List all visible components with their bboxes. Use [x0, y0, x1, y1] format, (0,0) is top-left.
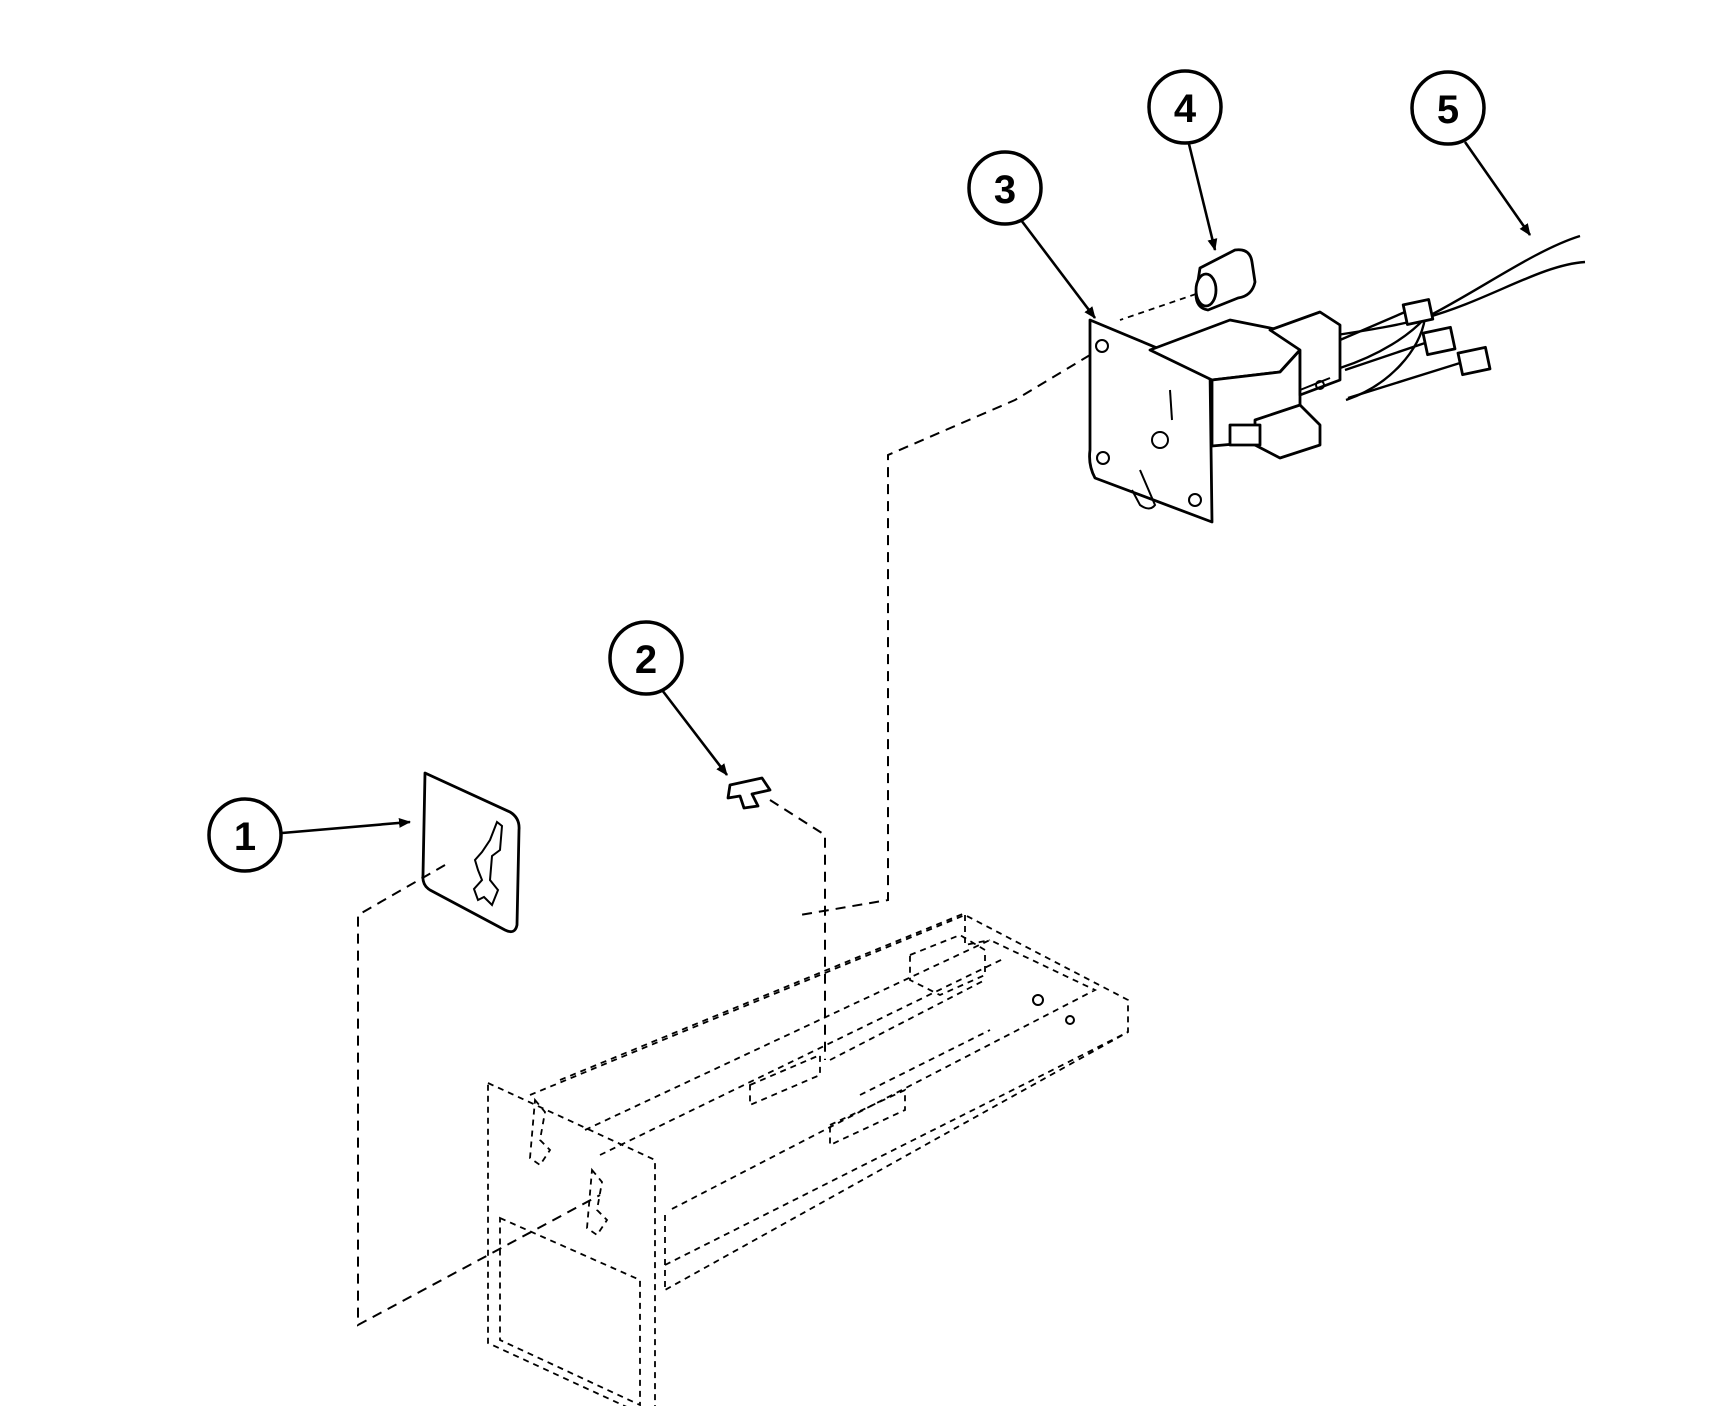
clip [726, 776, 826, 1060]
callout-number-4: 4 [1174, 87, 1197, 131]
lock-switch-assembly [799, 310, 1342, 916]
callout-circle-4 [1147, 69, 1223, 145]
leader-arrow-5 [1463, 141, 1532, 236]
callout-number-1: 1 [234, 815, 256, 859]
callout-number-5: 5 [1437, 88, 1459, 132]
leader-arrow-1 [281, 817, 411, 835]
spacer [1119, 248, 1257, 321]
callout-2[interactable]: 2 [608, 620, 729, 776]
callout-4[interactable]: 4 [1147, 69, 1223, 251]
leader-arrow-4 [1186, 139, 1218, 251]
wire-harness [1329, 234, 1586, 402]
callout-number-2: 2 [635, 638, 657, 682]
callout-5[interactable]: 5 [1410, 70, 1532, 236]
keyhole-plate [357, 771, 601, 1327]
callout-circle-3 [967, 150, 1043, 226]
leader-arrow-2 [660, 689, 729, 776]
leader-arrow-3 [1019, 219, 1097, 319]
callout-3[interactable]: 3 [967, 150, 1097, 319]
base-channel [487, 912, 1129, 1406]
callout-circle-5 [1410, 70, 1486, 146]
callout-1[interactable]: 1 [207, 797, 411, 873]
callout-circle-1 [207, 797, 283, 873]
callout-number-3: 3 [994, 168, 1016, 212]
callout-circle-2 [608, 620, 684, 696]
